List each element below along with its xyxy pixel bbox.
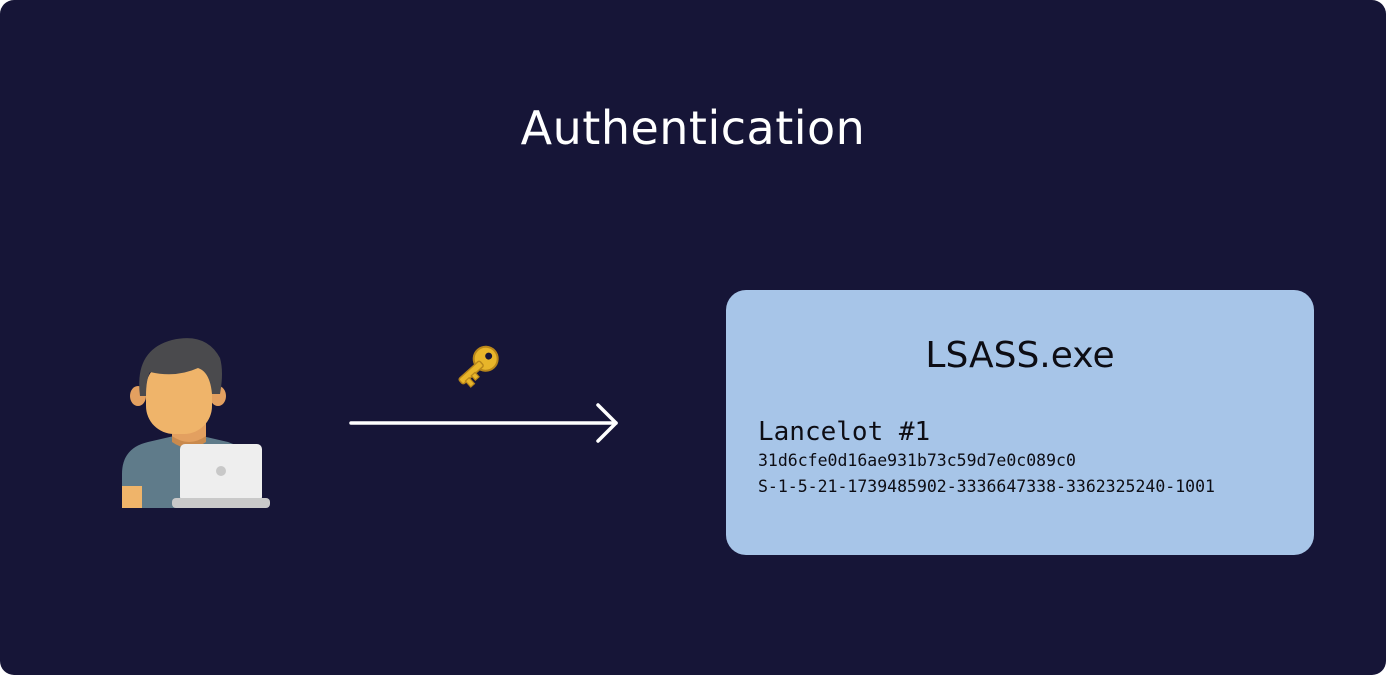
account-name: Lancelot #1 [758,417,931,447]
key-icon [458,345,499,388]
account-sid: S-1-5-21-1739485902-3336647338-336232524… [758,477,1215,496]
diagram-title: Authentication [520,101,866,155]
lsass-process-box: LSASS.exe Lancelot #1 31d6cfe0d16ae931b7… [726,290,1314,555]
lsass-title: LSASS.exe [925,335,1115,376]
ntlm-hash: 31d6cfe0d16ae931b73c59d7e0c089c0 [758,451,1076,470]
arrow-right-icon [349,403,618,443]
user-with-laptop-icon [122,338,270,508]
